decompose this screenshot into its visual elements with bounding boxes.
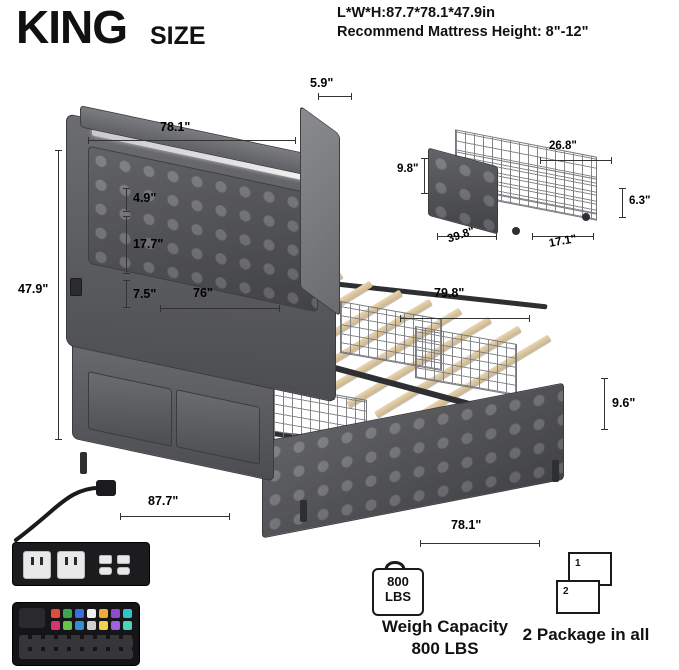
package-group: 1 2 2 Package in all — [520, 552, 670, 662]
dim-rule-interior-width — [160, 305, 280, 312]
drawer-caster — [512, 227, 520, 235]
remote-color-button — [63, 621, 72, 630]
dim-drawer-height: 9.8" — [397, 163, 419, 175]
dim-rule-drawer-front-width — [437, 233, 497, 240]
dim-rule-drawer-interior-width — [540, 157, 612, 164]
ac-socket — [23, 551, 51, 579]
remote-color-button — [75, 621, 84, 630]
page-title-king: KING — [16, 1, 128, 53]
weight-badge: 800 LBS — [372, 568, 424, 616]
dim-rule-drawer-height — [421, 158, 428, 194]
drawer-illustration — [420, 129, 630, 250]
remote-color-button — [111, 609, 120, 618]
dim-interior-width: 76" — [193, 286, 213, 300]
headboard-side-depth — [300, 105, 340, 317]
dim-rule-overall-width — [420, 540, 540, 547]
dim-led-shelf-height: 4.9" — [133, 191, 157, 205]
spec-mattress-height-text: Recommend Mattress Height: 8"-12" — [337, 24, 589, 40]
dim-rule-headboard-depth — [318, 93, 352, 100]
remote-color-button — [87, 621, 96, 630]
weight-capacity-group: 800 LBS Weigh Capacity 800 LBS — [330, 558, 560, 658]
remote-color-button — [51, 609, 60, 618]
dim-frame-height: 9.6" — [612, 396, 636, 410]
dim-rule-total-height — [55, 150, 62, 440]
weight-badge-unit: LBS — [385, 589, 411, 604]
dim-tufted-panel-height: 17.7" — [133, 237, 164, 251]
dim-rule-frame-height — [601, 378, 608, 430]
weight-handle-icon — [384, 561, 406, 570]
remote-color-button — [51, 621, 60, 630]
dim-overall-length: 87.7" — [148, 494, 179, 508]
usb-c-port — [99, 567, 112, 575]
usb-port — [99, 555, 112, 564]
bed-leg — [80, 452, 87, 474]
dim-drawer-side-height: 6.3" — [629, 195, 651, 207]
remote-color-button — [123, 621, 132, 630]
remote-color-button — [99, 621, 108, 630]
bed-leg — [552, 460, 559, 482]
dim-rule-drawer-side-height — [619, 188, 626, 218]
dim-total-height: 47.9" — [18, 282, 49, 296]
dim-overall-width: 78.1" — [451, 518, 482, 532]
remote-button-row — [19, 635, 133, 659]
led-remote-icon — [12, 602, 140, 666]
remote-color-button — [63, 609, 72, 618]
outlet-strip-body — [12, 542, 150, 586]
remote-screen — [19, 608, 45, 628]
spec-dimensions-text: L*W*H:87.7*78.1*47.9in — [337, 5, 495, 21]
package-box-1-label: 1 — [575, 558, 581, 569]
dim-rule-drawer-depth — [532, 233, 594, 240]
weight-caption-line2: 800 LBS — [411, 639, 479, 658]
dim-rule-headboard-width — [88, 137, 296, 144]
drawer-caster — [582, 213, 590, 221]
dim-drawer-interior-width: 26.8" — [549, 140, 577, 152]
remote-color-button — [111, 621, 120, 630]
dim-interior-length: 79.8" — [434, 286, 465, 300]
dim-lower-panel-height: 7.5" — [133, 287, 157, 301]
bed-leg — [300, 500, 307, 522]
bed-illustration — [0, 60, 640, 560]
dim-rule-lower-panel — [123, 280, 130, 308]
usb-port — [117, 555, 130, 564]
usb-c-port — [117, 567, 130, 575]
remote-color-button — [123, 609, 132, 618]
dim-rule-overall-length — [120, 513, 230, 520]
dim-rule-interior-length — [400, 315, 530, 322]
dim-headboard-depth: 5.9" — [310, 76, 334, 90]
remote-color-button — [87, 609, 96, 618]
power-strip-icon — [8, 480, 158, 590]
ac-socket — [57, 551, 85, 579]
dim-headboard-width: 78.1" — [160, 120, 191, 134]
dim-rule-tufted-height — [123, 216, 130, 274]
page-title-size: SIZE — [150, 22, 206, 50]
dim-rule-led-shelf — [123, 188, 130, 212]
package-caption: 2 Package in all — [522, 625, 650, 644]
remote-color-button — [75, 609, 84, 618]
headboard-power-outlet — [70, 278, 82, 296]
remote-color-button — [99, 609, 108, 618]
weight-badge-value: 800 — [387, 574, 409, 589]
weight-caption-line1: Weigh Capacity — [381, 617, 509, 636]
package-box-2 — [556, 580, 600, 614]
power-cord-icon — [14, 480, 116, 542]
package-box-2-label: 2 — [563, 586, 569, 597]
